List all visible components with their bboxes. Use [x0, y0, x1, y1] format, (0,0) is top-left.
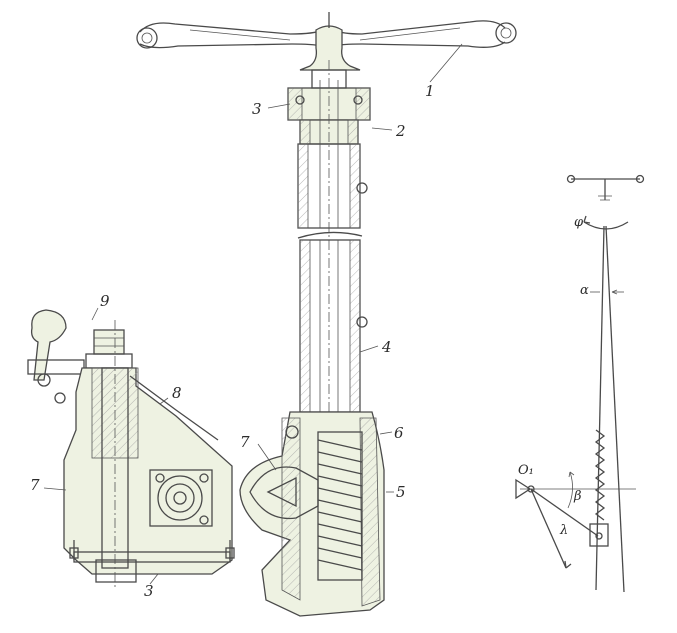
- callout-8: 8: [172, 384, 182, 402]
- roller-sector: [249, 466, 319, 520]
- symbol-beta: β: [573, 489, 582, 504]
- callout-6: 6: [394, 424, 404, 442]
- callout-2: 2: [395, 122, 406, 140]
- top-nut: [85, 329, 133, 369]
- callout-3-bottom: 3: [144, 582, 154, 600]
- roller-block: [589, 523, 609, 547]
- worm-end-view: [149, 469, 213, 527]
- upper-bearing-housing: [287, 69, 371, 145]
- column-tube-lower: [297, 231, 368, 420]
- callout-7-left: 7: [30, 476, 40, 494]
- symbol-pivot: O₁: [518, 463, 534, 478]
- callout-4: 4: [381, 338, 392, 356]
- symbol-lambda: λ: [559, 523, 568, 538]
- callout-9: 9: [100, 292, 110, 310]
- callout-5: 5: [396, 483, 406, 501]
- symbol-alpha: α: [580, 283, 589, 298]
- worm-zigzag: [594, 429, 606, 521]
- callout-1: 1: [425, 82, 435, 100]
- kinematic-scheme: [515, 174, 645, 593]
- gearbox-side-section: [27, 309, 235, 590]
- steering-wheel: [136, 12, 517, 71]
- pivot-support: [515, 478, 532, 500]
- steering-column-assembly: [136, 12, 517, 617]
- callout-leaders: [43, 43, 463, 585]
- callout-3-top: 3: [252, 100, 262, 118]
- gearbox-housing: [239, 411, 385, 617]
- pitman-arm: [27, 309, 85, 404]
- symbol-phi: φ: [574, 215, 584, 230]
- callout-7-right: 7: [240, 433, 250, 451]
